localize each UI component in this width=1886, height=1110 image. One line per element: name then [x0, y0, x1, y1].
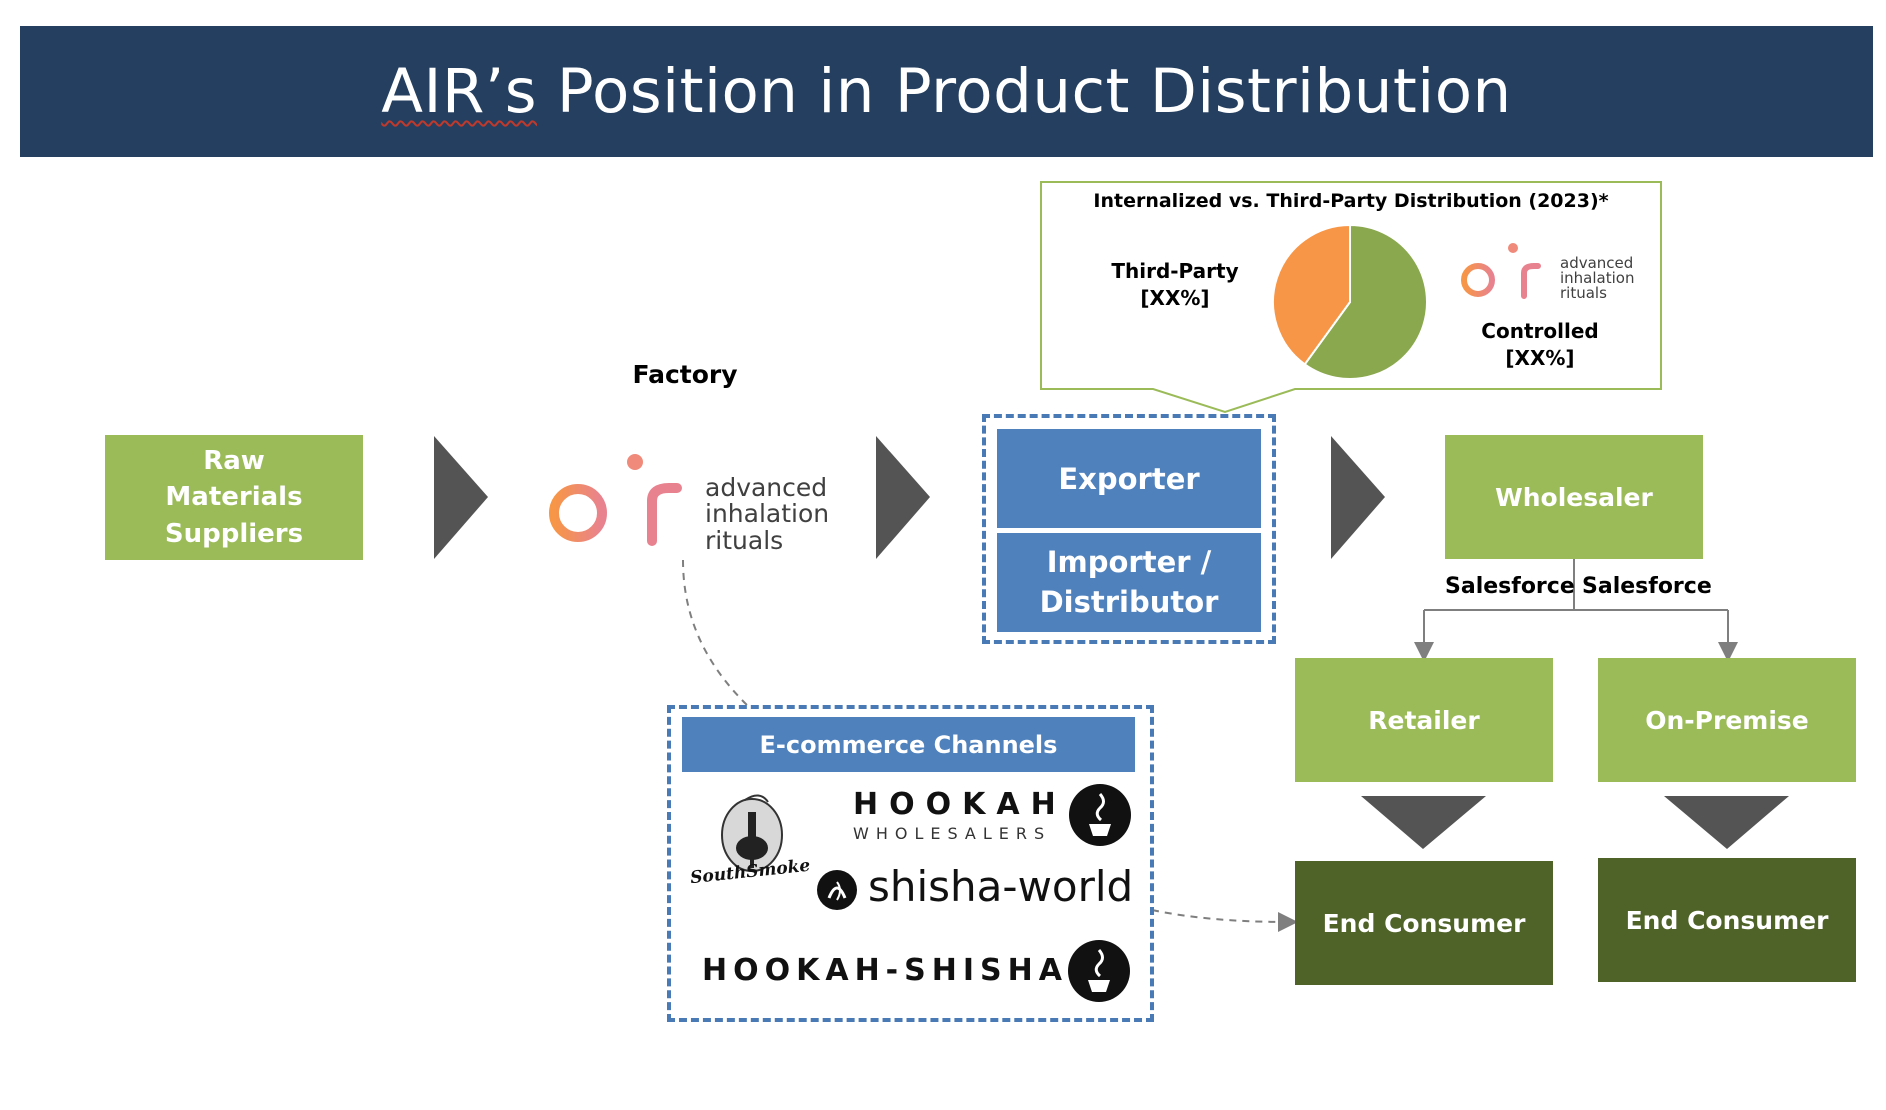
node-exporter: Exporter [997, 429, 1261, 528]
factory-ecommerce-link [682, 559, 751, 709]
node-label: Importer / Distributor [1039, 545, 1219, 619]
pie-slice-controlled [1303, 223, 1428, 380]
brand-line-3: rituals [705, 525, 784, 555]
salesforce-connector [1414, 559, 1738, 662]
hookah-icon [721, 794, 783, 872]
chevron-down-icon [1361, 796, 1486, 849]
pie-slices [1272, 223, 1428, 380]
node-label: Raw Materials Suppliers [164, 445, 304, 549]
brand-line-1: advanced [1560, 254, 1634, 272]
brand-line-2: inhalation [705, 499, 830, 529]
controlled-label: Controlled [XX%] [1470, 318, 1610, 372]
third-party-label: Third-Party [XX%] [1100, 258, 1250, 312]
hookah-wholesalers-line2: WHOLESALERS [853, 824, 1052, 843]
chevron-right-icon [876, 436, 930, 559]
node-wholesaler: Wholesaler [1445, 435, 1703, 559]
air-logo-mark-small [1461, 243, 1541, 299]
chevron-down-icon [1664, 796, 1789, 849]
brand-line-1: advanced [705, 473, 828, 502]
shisha-world-logo: shisha-world [868, 862, 1134, 911]
hookah-shisha-badge-icon [1068, 940, 1130, 1002]
salesforce-label-right: Salesforce [1582, 574, 1712, 599]
third-party-value: [XX%] [1140, 286, 1210, 310]
ecommerce-title: E-commerce Channels [759, 730, 1058, 759]
export-import-group [982, 414, 1276, 644]
hookah-wholesalers-logo: HOOKAH WHOLESALERS [853, 787, 1065, 843]
node-retailer: Retailer [1295, 658, 1553, 782]
brand-line-2: inhalation [1560, 269, 1635, 287]
air-logo-mark [549, 454, 682, 546]
factory-label: Factory [632, 360, 738, 389]
third-party-name: Third-Party [1111, 259, 1239, 283]
hookah-badge-icon [1069, 784, 1131, 846]
node-raw-materials-suppliers: Raw Materials Suppliers [105, 435, 363, 560]
chevron-right-icon [1331, 436, 1385, 559]
node-label: Exporter [1058, 461, 1200, 496]
node-label: On-Premise [1645, 705, 1809, 735]
node-label: End Consumer [1322, 908, 1526, 938]
node-end-consumer-retail: End Consumer [1295, 861, 1553, 985]
air-logo-wordmark: advanced inhalation rituals [705, 473, 830, 555]
air-logo-wordmark-small: advanced inhalation rituals [1560, 256, 1634, 301]
node-label: Retailer [1368, 705, 1480, 735]
ecommerce-title-bar: E-commerce Channels [682, 717, 1135, 772]
pie-slice-third-party [1272, 223, 1351, 366]
node-end-consumer-on-premise: End Consumer [1598, 858, 1856, 982]
controlled-value: [XX%] [1505, 346, 1575, 370]
node-label: Wholesaler [1495, 482, 1653, 512]
node-on-premise: On-Premise [1598, 658, 1856, 782]
brand-line-3: rituals [1560, 284, 1607, 302]
page-title-acronym: AIR’s [381, 56, 538, 127]
hookah-shisha-logo: HOOKAH-SHISHA [702, 953, 1068, 988]
node-label: End Consumer [1625, 905, 1829, 935]
salesforce-label-left: Salesforce [1445, 574, 1575, 599]
callout-title: Internalized vs. Third-Party Distributio… [1093, 190, 1609, 212]
southsmoke-logo: SouthSmoke [689, 790, 811, 900]
chevron-right-icon [434, 436, 488, 559]
node-importer-distributor: Importer / Distributor [997, 533, 1261, 632]
air-logo: advanced inhalation rituals [545, 445, 845, 560]
distribution-pie-chart [1272, 223, 1428, 380]
page-title-rest: Position in Product Distribution [537, 56, 1512, 127]
title-banner: AIR’s Position in Product Distribution [20, 26, 1873, 157]
page-title: AIR’s Position in Product Distribution [381, 56, 1511, 127]
ecommerce-consumer-link [1151, 909, 1298, 932]
shisha-world-icon [817, 870, 857, 910]
controlled-name: Controlled [1481, 319, 1599, 343]
air-logo-small: advanced inhalation rituals [1458, 238, 1658, 308]
ecommerce-group [667, 705, 1154, 1022]
hookah-wholesalers-line1: HOOKAH [853, 787, 1067, 822]
